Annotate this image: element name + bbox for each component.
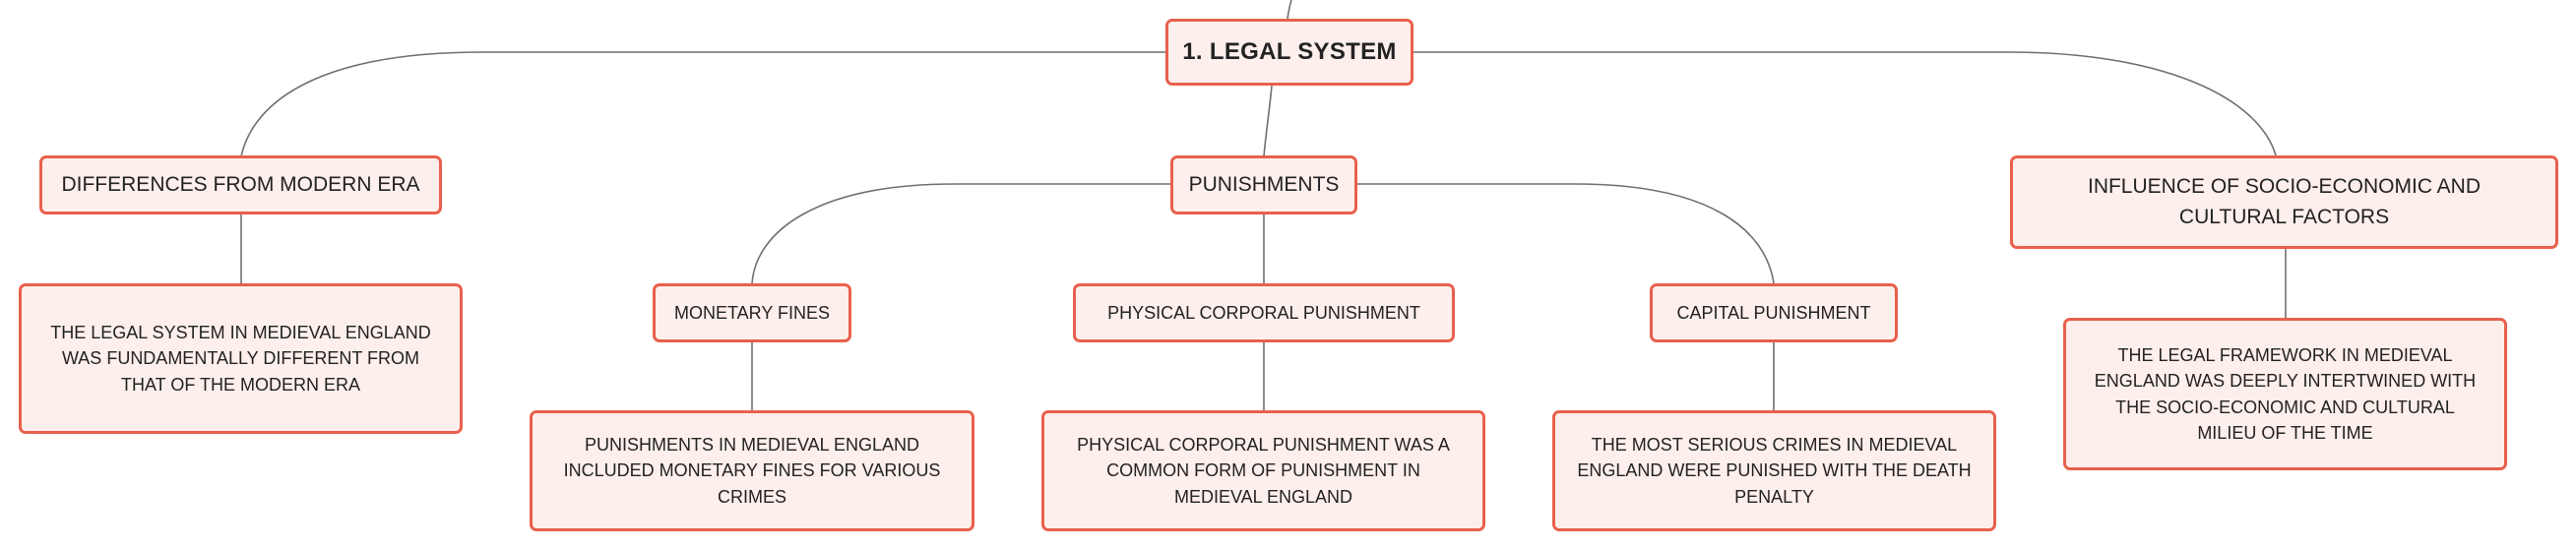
note-text: THE LEGAL SYSTEM IN MEDIEVAL ENGLAND WAS… xyxy=(50,323,431,395)
subtopic-label: CAPITAL PUNISHMENT xyxy=(1676,302,1871,323)
topic-label: INFLUENCE OF SOCIO-ECONOMIC AND CULTURAL… xyxy=(2087,175,2482,228)
connector-root-punishments xyxy=(1263,85,1273,157)
note-text: PUNISHMENTS IN MEDIEVAL ENGLAND INCLUDED… xyxy=(563,435,941,507)
note-monetary-fines[interactable]: PUNISHMENTS IN MEDIEVAL ENGLAND INCLUDED… xyxy=(530,410,974,531)
connector-root-influence xyxy=(1413,51,2277,156)
topic-label: DIFFERENCES FROM MODERN ERA xyxy=(61,172,420,196)
connector-punishments-capital xyxy=(1356,183,1775,284)
subtopic-label: MONETARY FINES xyxy=(673,302,831,323)
subtopic-label: PHYSICAL CORPORAL PUNISHMENT xyxy=(1107,302,1420,323)
note-capital-punishment[interactable]: THE MOST SERIOUS CRIMES IN MEDIEVAL ENGL… xyxy=(1552,410,1996,531)
topic-punishments[interactable]: PUNISHMENTS xyxy=(1170,155,1357,214)
root-node[interactable]: 1. LEGAL SYSTEM xyxy=(1165,19,1414,86)
connector-punishments-fines xyxy=(751,183,1171,284)
topic-influence-of-socio-economic-and-cultural-factors[interactable]: INFLUENCE OF SOCIO-ECONOMIC AND CULTURAL… xyxy=(2010,155,2558,249)
note-text: THE LEGAL FRAMEWORK IN MEDIEVAL ENGLAND … xyxy=(2094,345,2477,443)
note-differences-from-modern-era[interactable]: THE LEGAL SYSTEM IN MEDIEVAL ENGLAND WAS… xyxy=(19,283,463,434)
note-influence-of-socio-economic-and-cultural-factors[interactable]: THE LEGAL FRAMEWORK IN MEDIEVAL ENGLAND … xyxy=(2063,318,2507,470)
connector-root-differences xyxy=(240,51,1166,157)
note-physical-corporal-punishment[interactable]: PHYSICAL CORPORAL PUNISHMENT WAS A COMMO… xyxy=(1041,410,1485,531)
connector-parent-root xyxy=(1287,0,1292,20)
topic-differences-from-modern-era[interactable]: DIFFERENCES FROM MODERN ERA xyxy=(39,155,442,214)
subtopic-capital-punishment[interactable]: CAPITAL PUNISHMENT xyxy=(1650,283,1898,342)
root-node-label: 1. LEGAL SYSTEM xyxy=(1182,37,1397,65)
subtopic-physical-corporal-punishment[interactable]: PHYSICAL CORPORAL PUNISHMENT xyxy=(1073,283,1455,342)
note-text: PHYSICAL CORPORAL PUNISHMENT WAS A COMMO… xyxy=(1077,435,1450,507)
subtopic-monetary-fines[interactable]: MONETARY FINES xyxy=(653,283,851,342)
topic-label: PUNISHMENTS xyxy=(1188,172,1340,196)
note-text: THE MOST SERIOUS CRIMES IN MEDIEVAL ENGL… xyxy=(1577,435,1972,507)
